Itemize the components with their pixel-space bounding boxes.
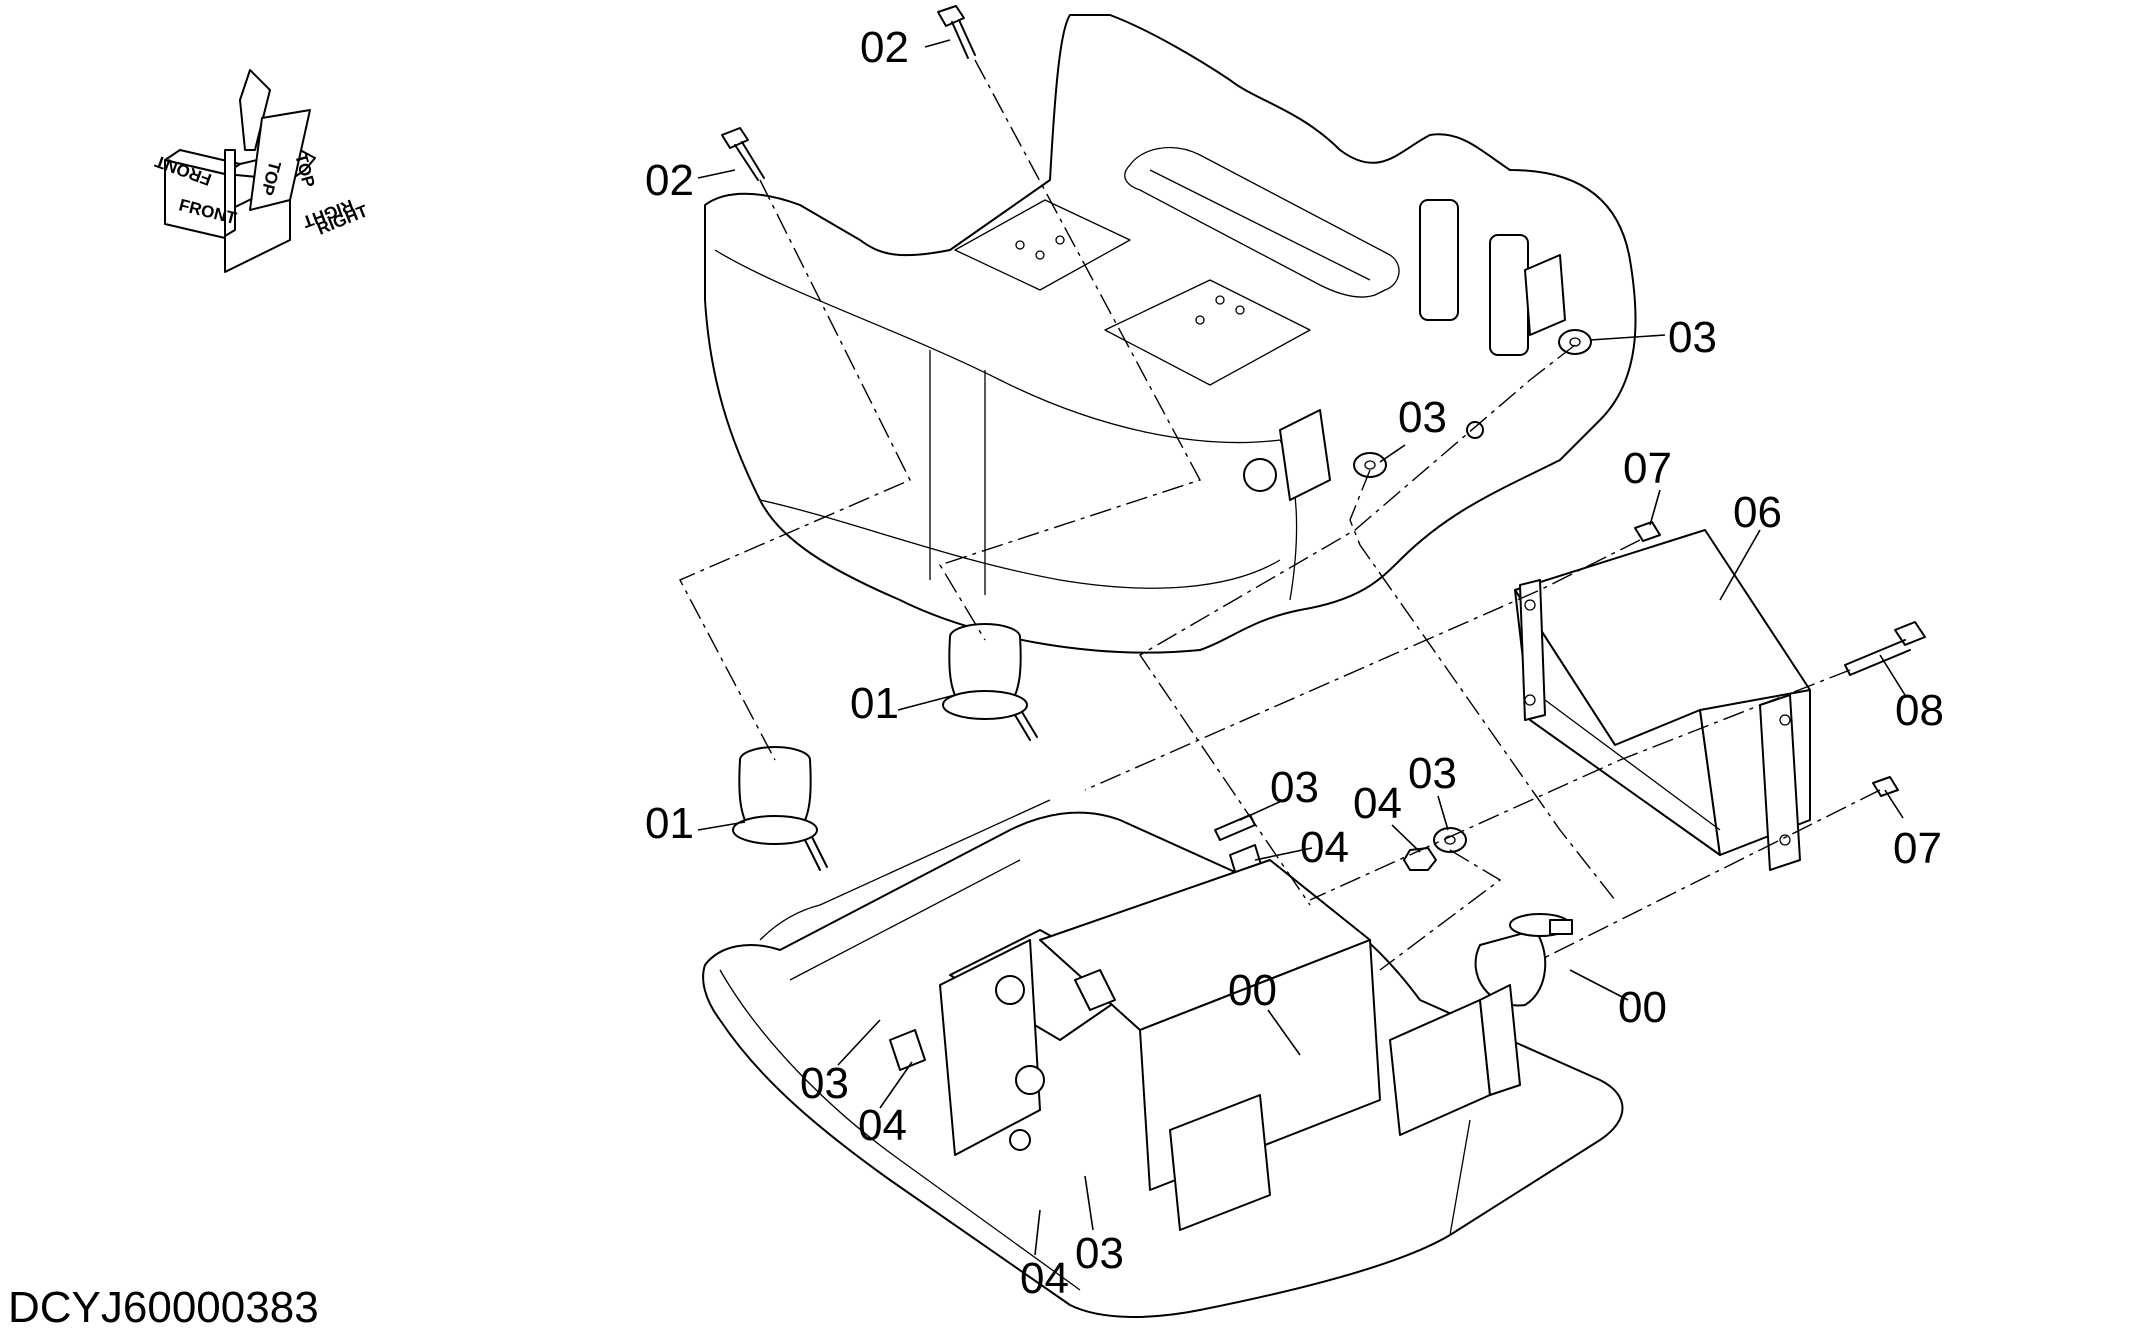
bracket-bolt-upper — [1634, 521, 1661, 542]
callout-07-upper: 07 — [1623, 444, 1672, 493]
callout-02-upper: 02 — [860, 23, 909, 72]
callout-04-left-lower: 04 — [858, 1101, 907, 1150]
callout-leaders — [697, 39, 1906, 1256]
rubber-mount-right-upper — [1474, 913, 1573, 1007]
callout-01-lower: 01 — [645, 799, 694, 848]
battery-bracket-box — [1514, 529, 1811, 871]
callout-02-left: 02 — [645, 156, 694, 205]
bracket-bolt-lower — [1872, 776, 1899, 797]
upper-mount-bolt-left — [721, 127, 765, 181]
orientation-arrow-symbol: FRONT FRONT TOP TOP RIGHT RIGHT — [152, 69, 371, 273]
callout-00-center: 00 — [1228, 966, 1277, 1015]
upper-floor-plate — [704, 14, 1637, 654]
callout-03-left-lower: 03 — [800, 1059, 849, 1108]
upper-mount-bolt-right — [937, 5, 976, 59]
lower-washer-center — [1433, 827, 1467, 853]
callout-08: 08 — [1895, 686, 1944, 735]
callout-03-bottom: 03 — [1075, 1229, 1124, 1278]
callout-03-upper-center: 03 — [1398, 393, 1447, 442]
callout-00-right: 00 — [1618, 983, 1667, 1032]
callout-03-upper-right: 03 — [1668, 313, 1717, 362]
bracket-long-bolt — [1844, 621, 1926, 676]
callout-07-lower: 07 — [1893, 824, 1942, 873]
lower-base-frame — [702, 799, 1624, 1318]
callout-04-spacer: 04 — [1300, 823, 1349, 872]
upper-washer-right — [1558, 329, 1592, 355]
callout-labels: 02 02 03 03 07 06 08 01 01 03 04 03 04 0… — [645, 23, 1944, 1303]
callout-06: 06 — [1733, 488, 1782, 537]
callout-04-nut: 04 — [1353, 779, 1402, 828]
rubber-mount-upper — [942, 623, 1038, 741]
rubber-mount-lower — [732, 746, 828, 871]
callout-03-spacer: 03 — [1270, 763, 1319, 812]
callout-01-upper: 01 — [850, 679, 899, 728]
assembly-center-lines — [679, 59, 1881, 971]
drawing-number: DCYJ60000383 — [8, 1283, 319, 1332]
callout-04-bottom: 04 — [1020, 1254, 1069, 1303]
callout-03-washer: 03 — [1408, 749, 1457, 798]
upper-washer-center — [1353, 452, 1387, 478]
